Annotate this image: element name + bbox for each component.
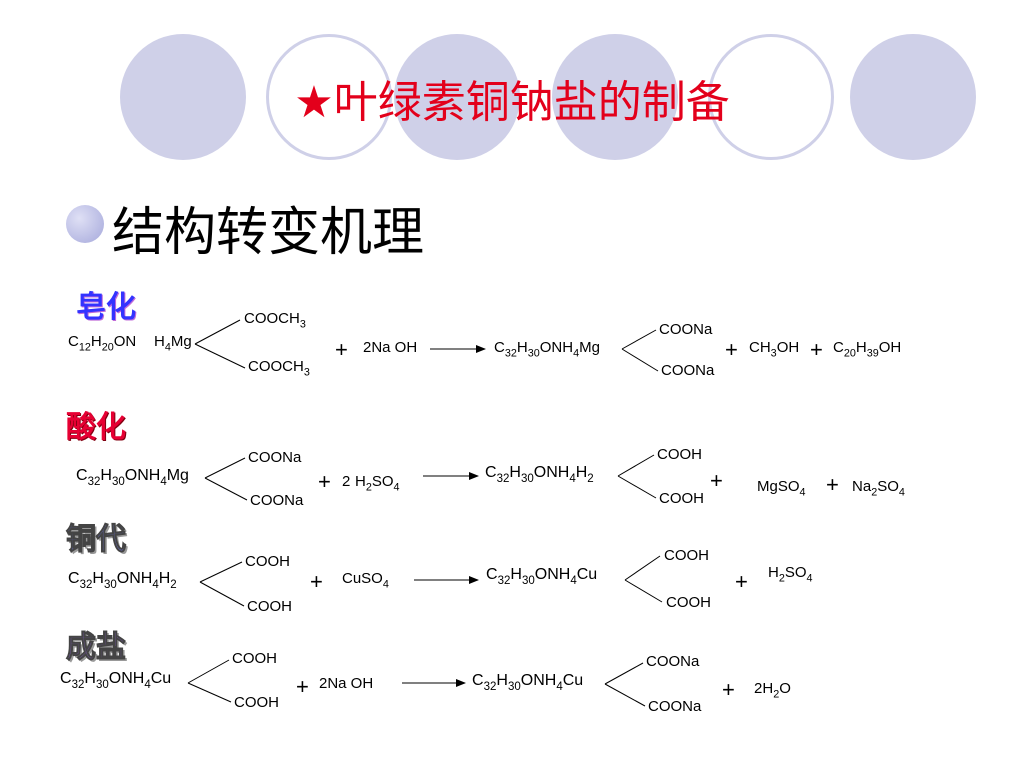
bond-line-acidification-3 xyxy=(617,475,657,499)
formula-token-saponification-12: C20H39OH xyxy=(833,339,901,360)
formula-token-salt-formation-0: C32H30ONH4Cu xyxy=(60,670,171,691)
plus-sign-saponification-9: + xyxy=(725,337,738,362)
plus-sign-salt-formation-8: + xyxy=(722,677,735,702)
decor-ring-2 xyxy=(708,34,834,160)
formula-token-acidification-0: C32H30ONH4Mg xyxy=(76,467,189,488)
bond-line-saponification-3 xyxy=(621,348,659,372)
step-label-salt-formation: 成盐 xyxy=(66,630,127,666)
bond-line-acidification-1 xyxy=(204,477,248,501)
bond-line-salt-formation-2 xyxy=(604,662,644,685)
bond-line-saponification-1 xyxy=(194,343,246,369)
formula-token-saponification-7: COONa xyxy=(659,321,713,338)
slide-subtitle: 结构转变机理 xyxy=(112,203,425,263)
formula-token-copper-substitution-4: CuSO4 xyxy=(342,570,389,591)
plus-sign-saponification-11: + xyxy=(810,337,823,362)
formula-token-salt-formation-1: COOH xyxy=(232,650,277,667)
plus-sign-acidification-11: + xyxy=(826,472,839,497)
formula-token-copper-substitution-9: H2SO4 xyxy=(768,564,813,585)
formula-token-copper-substitution-5: C32H30ONH4Cu xyxy=(486,566,597,587)
plus-sign-salt-formation-3: + xyxy=(296,674,309,699)
formula-token-saponification-5: 2Na OH xyxy=(363,339,417,356)
decor-circle-2 xyxy=(394,34,520,160)
formula-token-acidification-6: C32H30ONH4H2 xyxy=(485,464,594,485)
decor-circle-4 xyxy=(850,34,976,160)
formula-token-acidification-2: COONa xyxy=(250,492,304,509)
step-label-copper-substitution: 铜代 xyxy=(66,522,127,558)
decor-ring-1 xyxy=(266,34,392,160)
formula-token-acidification-12: Na2SO4 xyxy=(852,478,905,499)
bond-line-copper-substitution-1 xyxy=(199,581,245,607)
formula-token-salt-formation-9: 2H2O xyxy=(754,680,791,701)
formula-token-saponification-2: COOCH3 xyxy=(244,310,306,331)
formula-token-acidification-8: COOH xyxy=(659,490,704,507)
bond-line-salt-formation-1 xyxy=(187,682,232,703)
bond-line-salt-formation-3 xyxy=(604,683,646,707)
plus-sign-acidification-3: + xyxy=(318,469,331,494)
formula-token-acidification-7: COOH xyxy=(657,446,702,463)
bond-line-acidification-0 xyxy=(204,457,246,479)
bond-line-copper-substitution-2 xyxy=(624,555,661,581)
formula-token-saponification-0: C12H20ON xyxy=(68,333,136,354)
formula-token-copper-substitution-0: C32H30ONH4H2 xyxy=(68,570,177,591)
bond-line-salt-formation-0 xyxy=(187,659,230,684)
bond-line-saponification-2 xyxy=(621,329,657,350)
plus-sign-copper-substitution-8: + xyxy=(735,569,748,594)
plus-sign-acidification-9: + xyxy=(710,468,723,493)
formula-token-acidification-5: H2SO4 xyxy=(355,473,400,494)
formula-token-acidification-1: COONa xyxy=(248,449,302,466)
plus-sign-saponification-4: + xyxy=(335,337,348,362)
slide-title: ★叶绿素铜钠盐的制备 xyxy=(294,77,730,128)
plus-sign-copper-substitution-3: + xyxy=(310,569,323,594)
formula-token-saponification-1: H4Mg xyxy=(154,333,192,354)
bond-line-copper-substitution-3 xyxy=(624,579,663,603)
formula-token-salt-formation-5: C32H30ONH4Cu xyxy=(472,672,583,693)
bond-line-copper-substitution-0 xyxy=(199,561,243,583)
formula-token-salt-formation-2: COOH xyxy=(234,694,279,711)
formula-token-acidification-10: MgSO4 xyxy=(757,478,806,499)
formula-token-saponification-6: C32H30ONH4Mg xyxy=(494,339,600,360)
formula-token-copper-substitution-2: COOH xyxy=(247,598,292,615)
formula-token-salt-formation-4: 2Na OH xyxy=(319,675,373,692)
formula-token-saponification-10: CH3OH xyxy=(749,339,799,360)
formula-token-salt-formation-6: COONa xyxy=(646,653,700,670)
formula-token-copper-substitution-1: COOH xyxy=(245,553,290,570)
formula-token-copper-substitution-7: COOH xyxy=(666,594,711,611)
formula-token-acidification-4: 2 xyxy=(342,473,350,490)
bond-line-acidification-2 xyxy=(617,454,655,477)
formula-token-saponification-3: COOCH3 xyxy=(248,358,310,379)
formula-token-copper-substitution-6: COOH xyxy=(664,547,709,564)
formula-token-salt-formation-7: COONa xyxy=(648,698,702,715)
step-label-acidification: 酸化 xyxy=(66,410,126,445)
step-label-saponification: 皂化 xyxy=(76,290,136,325)
formula-token-saponification-8: COONa xyxy=(661,362,715,379)
decor-circle-3 xyxy=(552,34,678,160)
decor-circle-1 xyxy=(120,34,246,160)
bullet-icon xyxy=(66,205,104,243)
bond-line-saponification-0 xyxy=(194,319,241,345)
